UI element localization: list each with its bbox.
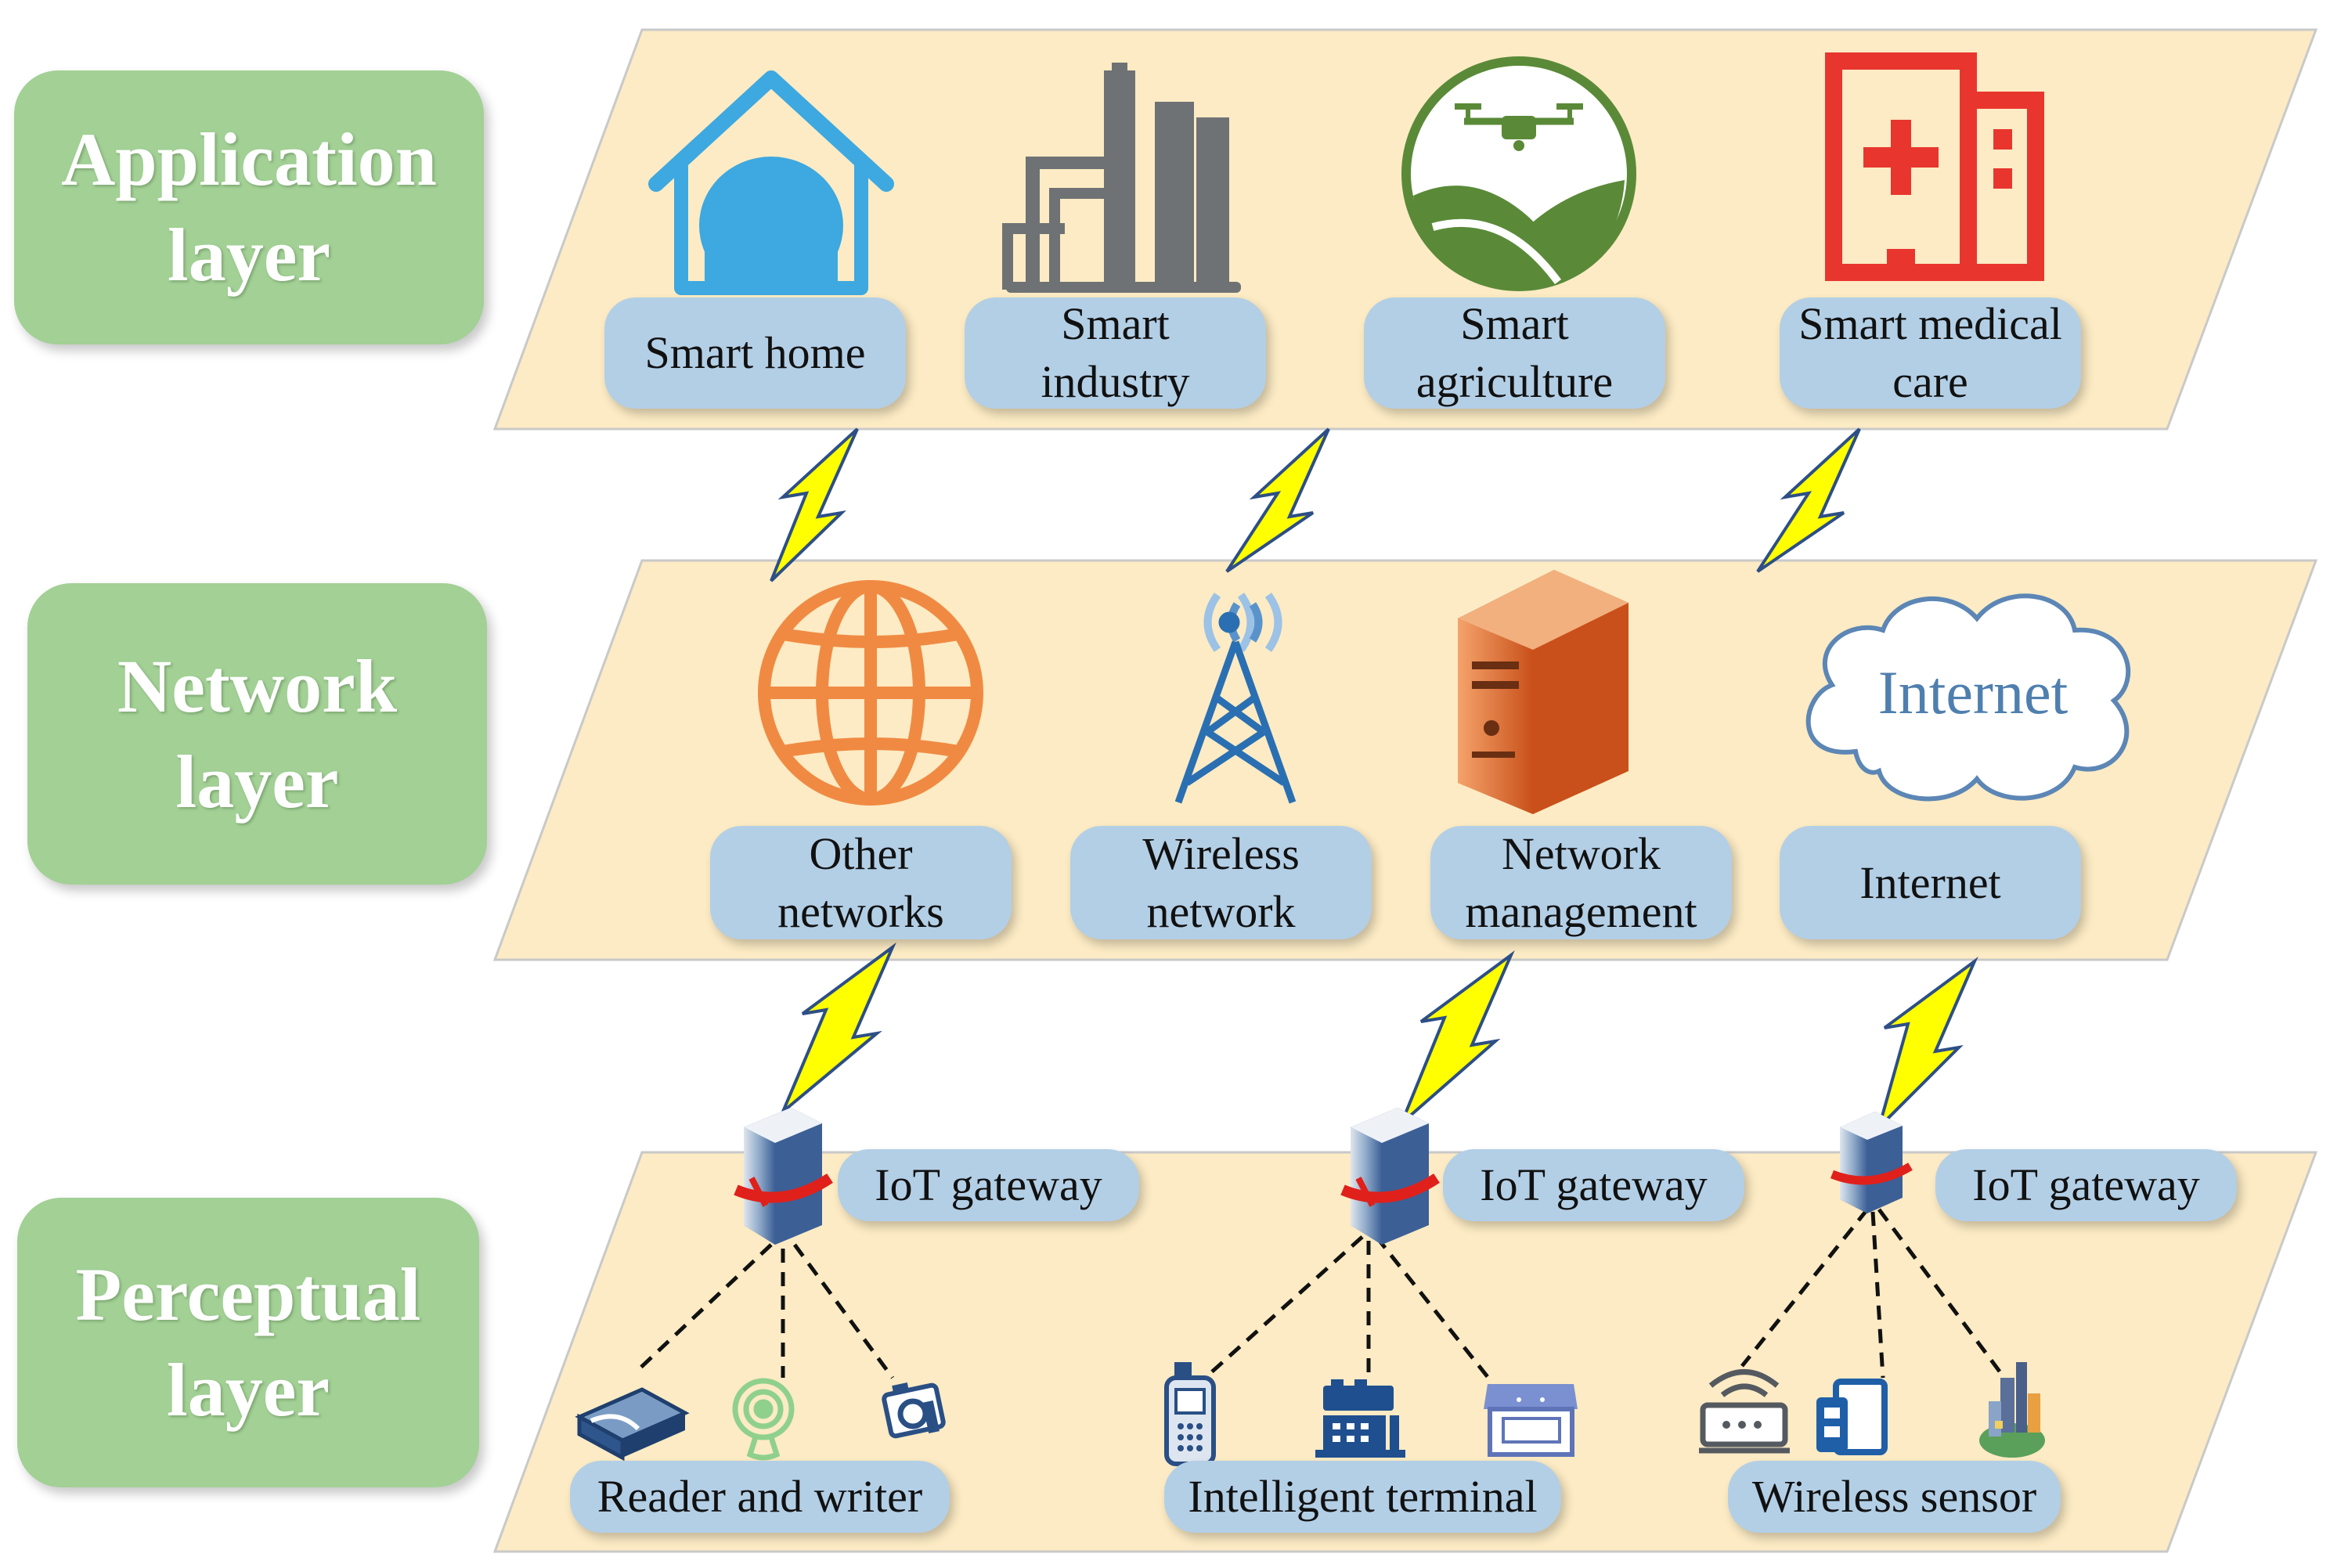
- perceptual-layer-label: Perceptual layer: [17, 1198, 479, 1487]
- gateway-server-icon: [1340, 1108, 1440, 1245]
- rfid-tag-icon: [732, 1378, 795, 1461]
- globe-icon: [758, 580, 983, 806]
- antenna-tower-icon: [1174, 593, 1297, 804]
- iot-gateway-label: IoT gateway: [875, 1159, 1102, 1210]
- city-sensor-icon: [1979, 1362, 2045, 1458]
- camera-icon: [882, 1382, 946, 1439]
- server-icon: [1458, 570, 1628, 814]
- smart-medical-care-pill: Smart medical care: [1780, 297, 2081, 409]
- intelligent-terminal-pill: Intelligent terminal: [1164, 1461, 1561, 1533]
- cloud-internet-text: Internet: [1877, 658, 2069, 726]
- lightning-bolt-3: [1756, 427, 1861, 573]
- other-networks-pill: Other networks: [710, 826, 1012, 939]
- drone-farm-icon: [1401, 56, 1636, 291]
- iot-gateway-label: IoT gateway: [1480, 1159, 1708, 1210]
- smart-agriculture-label: Smart agriculture: [1416, 298, 1614, 407]
- network-management-label: Network management: [1465, 827, 1697, 937]
- iot-gateway-pill-3: IoT gateway: [1935, 1149, 2237, 1221]
- gateway-connections: [637, 1208, 2007, 1383]
- application-layer-title: Application layer: [60, 117, 438, 297]
- lightning-bolt-4: [781, 942, 896, 1113]
- smart-medical-care-label: Smart medical care: [1798, 298, 2062, 407]
- internet-pill: Internet: [1780, 826, 2081, 939]
- wireless-sensor-label: Wireless sensor: [1751, 1471, 2037, 1522]
- factory-icon: [1002, 63, 1241, 293]
- cloud-icon: [1805, 593, 2131, 802]
- wireless-network-label: Wireless network: [1142, 827, 1300, 937]
- wireless-sensor-pill: Wireless sensor: [1728, 1461, 2061, 1533]
- reader-and-writer-label: Reader and writer: [597, 1471, 923, 1522]
- router-icon: [1699, 1369, 1790, 1454]
- iot-gateway-pill-1: IoT gateway: [838, 1149, 1139, 1221]
- other-networks-label: Other networks: [777, 827, 944, 937]
- hospital-icon: [1825, 52, 2044, 281]
- network-management-pill: Network management: [1430, 826, 1732, 939]
- reader-and-writer-pill: Reader and writer: [570, 1461, 950, 1533]
- iot-gateway-pill-2: IoT gateway: [1443, 1149, 1744, 1221]
- intelligent-terminal-label: Intelligent terminal: [1188, 1471, 1538, 1522]
- smart-industry-pill: Smart industry: [965, 297, 1266, 409]
- lightning-bolt-5: [1400, 950, 1515, 1125]
- application-layer-label: Application layer: [14, 70, 484, 344]
- smart-home-pill: Smart home: [604, 297, 906, 409]
- house-icon: [648, 70, 894, 295]
- smart-industry-label: Smart industry: [1041, 298, 1190, 407]
- printer-icon: [1484, 1384, 1578, 1457]
- smart-agriculture-pill: Smart agriculture: [1364, 297, 1665, 409]
- network-layer-label: Network layer: [27, 583, 487, 885]
- gateway-server-icon: [1830, 1112, 1913, 1213]
- smart-home-label: Smart home: [644, 327, 866, 378]
- lightning-bolt-6: [1876, 956, 1978, 1133]
- internet-label: Internet: [1859, 856, 2001, 908]
- handheld-terminal-icon: [1164, 1362, 1216, 1466]
- sensor-device-icon: [1816, 1379, 1888, 1455]
- gateway-server-icon: [734, 1108, 833, 1245]
- perceptual-layer-title: Perceptual layer: [75, 1253, 421, 1432]
- lightning-bolt-1: [770, 427, 859, 582]
- card-reader-icon: [575, 1387, 690, 1462]
- lightning-bolt-2: [1225, 427, 1330, 573]
- fax-machine-icon: [1315, 1379, 1405, 1458]
- wireless-network-pill: Wireless network: [1070, 826, 1372, 939]
- iot-gateway-label: IoT gateway: [1972, 1159, 2200, 1210]
- network-layer-title: Network layer: [117, 643, 398, 824]
